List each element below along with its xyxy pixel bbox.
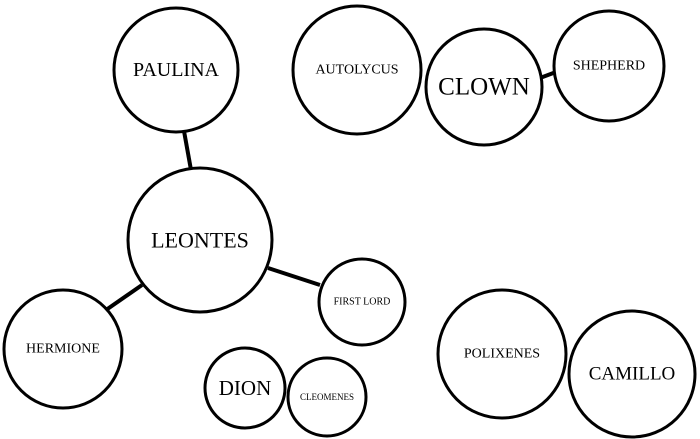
node-autolycus-label: AUTOLYCUS xyxy=(315,63,398,78)
node-autolycus: AUTOLYCUS xyxy=(291,4,423,136)
node-autolycus-circle xyxy=(291,4,423,136)
node-hermione: HERMIONE xyxy=(2,288,124,410)
node-dion-label: DION xyxy=(219,376,272,400)
node-dion: DION xyxy=(203,346,287,430)
node-clown: CLOWN xyxy=(424,27,544,147)
node-paulina-label: PAULINA xyxy=(133,59,219,81)
node-leontes: LEONTES xyxy=(126,166,274,314)
node-paulina: PAULINA xyxy=(112,6,240,134)
node-camillo-circle xyxy=(567,309,697,439)
node-leontes-circle xyxy=(126,166,274,314)
node-first-lord: FIRST LORD xyxy=(317,257,407,347)
node-polixenes-label: POLIXENES xyxy=(464,347,540,362)
node-clown-label: CLOWN xyxy=(438,74,530,101)
node-camillo: CAMILLO xyxy=(567,309,697,439)
node-cleomenes-circle xyxy=(286,356,368,438)
node-shepherd-label: SHEPHERD xyxy=(573,59,645,74)
node-polixenes-circle xyxy=(436,288,568,420)
node-first-lord-circle xyxy=(317,257,407,347)
node-shepherd: SHEPHERD xyxy=(552,9,666,123)
node-camillo-label: CAMILLO xyxy=(589,364,676,385)
node-dion-circle xyxy=(203,346,287,430)
node-hermione-circle xyxy=(2,288,124,410)
node-shepherd-circle xyxy=(552,9,666,123)
node-leontes-label: LEONTES xyxy=(151,228,249,253)
node-paulina-circle xyxy=(112,6,240,134)
edge-paulina-leontes xyxy=(182,130,193,171)
edge-leontes-first-lord xyxy=(267,266,321,287)
node-cleomenes: CLEOMENES xyxy=(286,356,368,438)
node-cleomenes-label: CLEOMENES xyxy=(300,392,354,402)
node-polixenes: POLIXENES xyxy=(436,288,568,420)
node-clown-circle xyxy=(424,27,544,147)
edge-leontes-hermione xyxy=(104,283,144,312)
node-hermione-label: HERMIONE xyxy=(26,342,100,357)
node-first-lord-label: FIRST LORD xyxy=(334,297,391,308)
